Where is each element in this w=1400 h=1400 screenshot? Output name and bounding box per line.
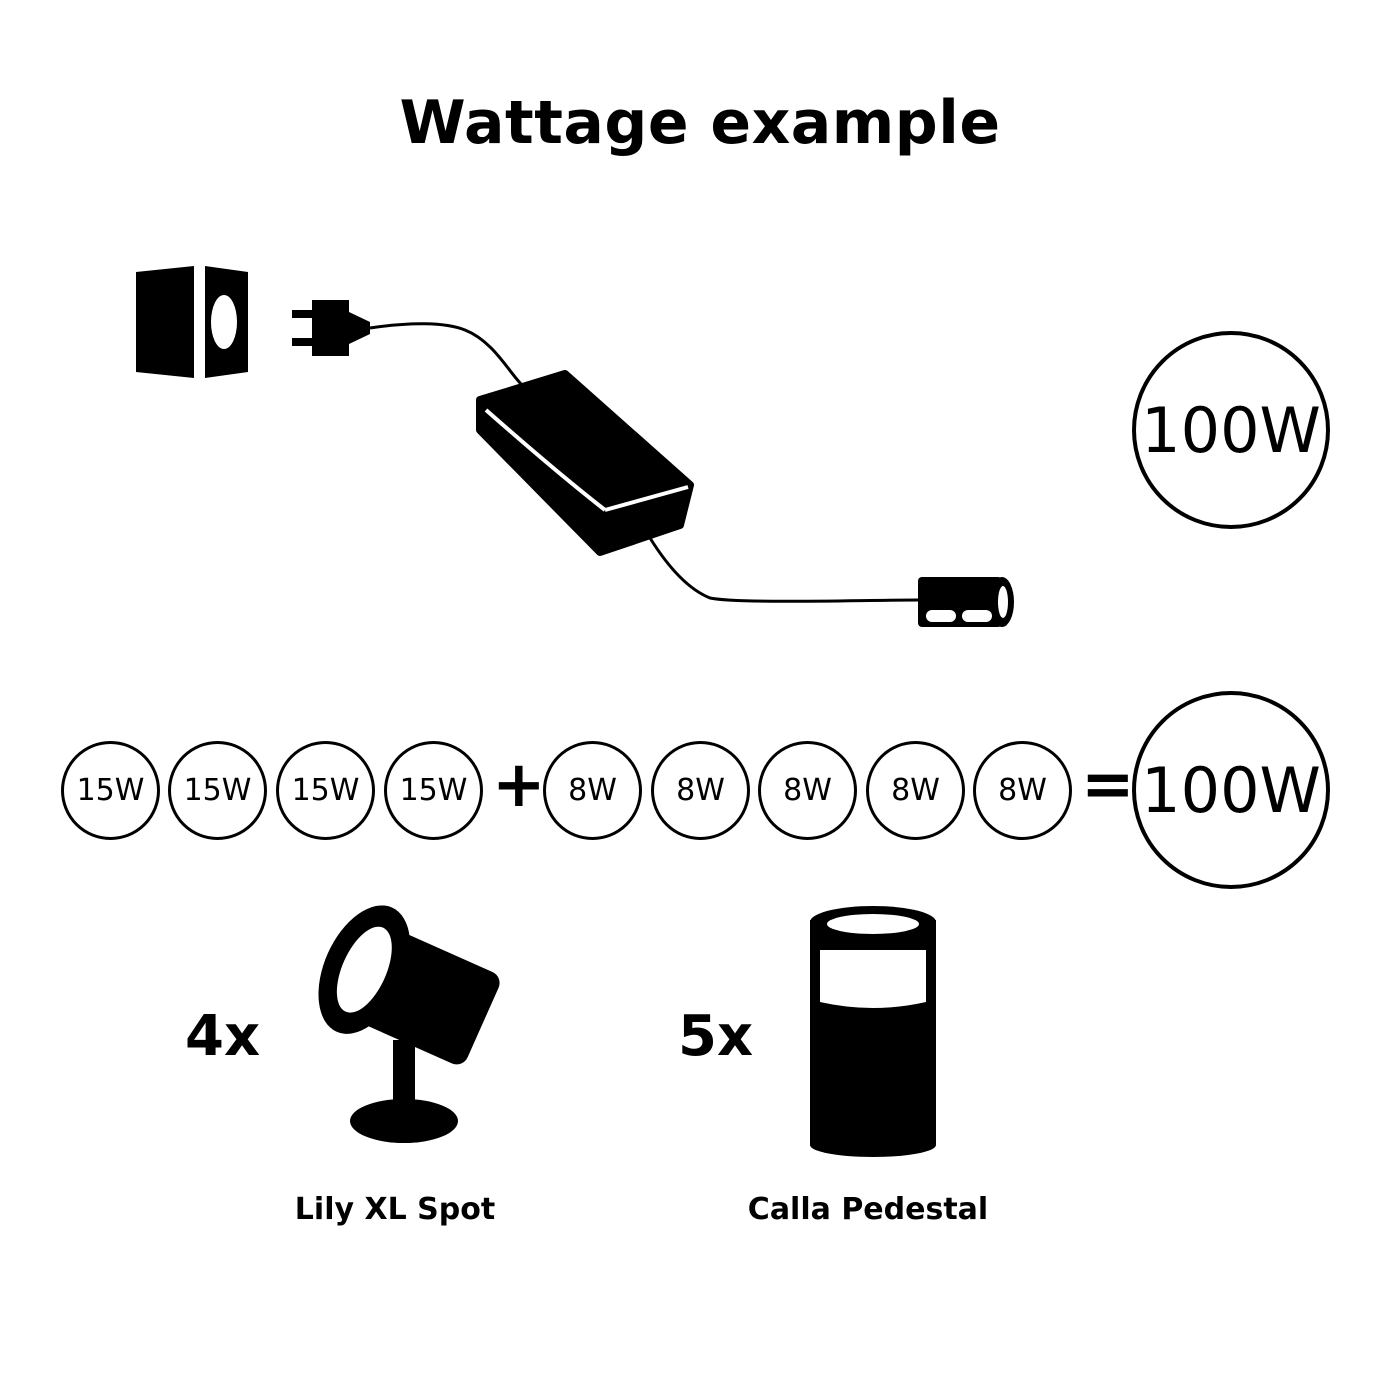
wattage-circle: 8W bbox=[651, 741, 750, 840]
product-label-calla-pedestal: Calla Pedestal bbox=[747, 1192, 989, 1227]
splitter-connector-icon bbox=[918, 577, 1014, 627]
spotlight-icon bbox=[318, 905, 500, 1143]
pedestal-light-icon bbox=[810, 906, 936, 1157]
product-label-lily-xl-spot: Lily XL Spot bbox=[294, 1192, 496, 1227]
wattage-circle: 15W bbox=[276, 741, 375, 840]
equals-sign: = bbox=[1081, 748, 1135, 822]
spot-count: 4x bbox=[185, 1004, 261, 1069]
power-adapter-icon bbox=[476, 370, 694, 556]
cable-input bbox=[369, 322, 527, 390]
plug-icon bbox=[292, 300, 370, 356]
wattage-circle: 8W bbox=[543, 741, 642, 840]
wattage-circle: 15W bbox=[61, 741, 160, 840]
wattage-circle: 15W bbox=[384, 741, 483, 840]
wattage-circle: 8W bbox=[973, 741, 1072, 840]
wattage-circle: 8W bbox=[758, 741, 857, 840]
total-wattage-circle: 100W bbox=[1132, 691, 1330, 889]
wattage-circle: 15W bbox=[168, 741, 267, 840]
wattage-circle: 8W bbox=[866, 741, 965, 840]
cable-output bbox=[648, 537, 919, 603]
power-supply-wattage-badge: 100W bbox=[1132, 331, 1330, 529]
wall-socket-icon bbox=[136, 266, 248, 378]
page-title: Wattage example bbox=[399, 88, 1001, 158]
pedestal-count: 5x bbox=[678, 1004, 754, 1069]
plus-sign: + bbox=[492, 748, 546, 822]
